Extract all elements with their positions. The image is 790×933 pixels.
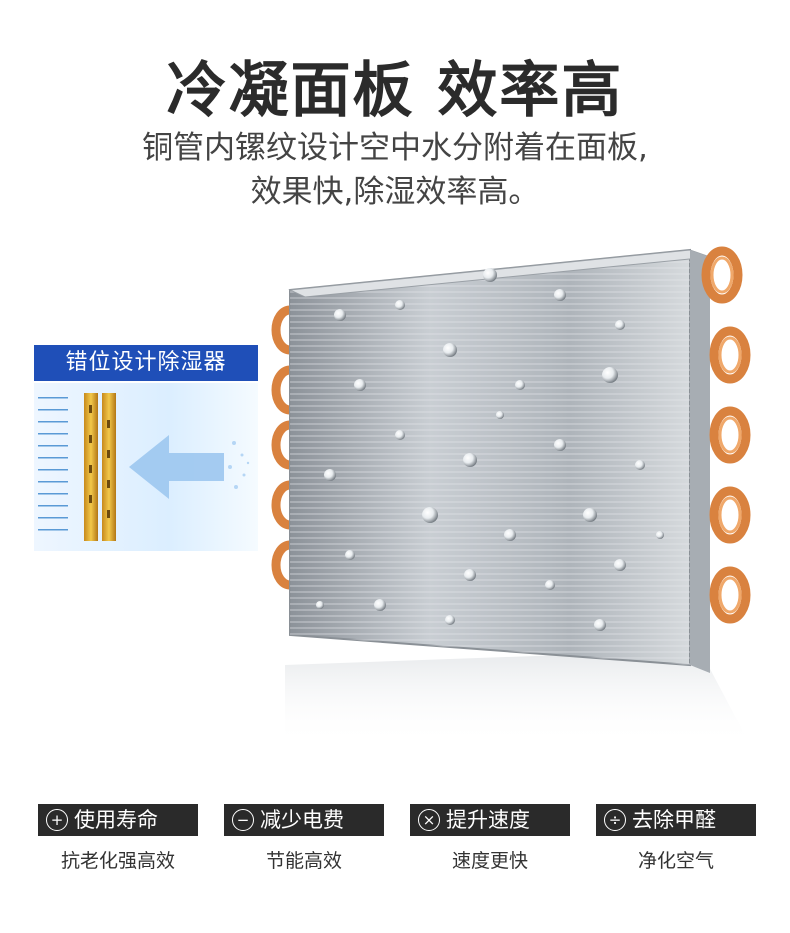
fin-bar-2: [102, 393, 116, 541]
minus-circle-icon: −: [232, 809, 254, 831]
plus-circle-icon: +: [46, 809, 68, 831]
right-copper-coils: [701, 246, 751, 624]
feature-desc: 净化空气: [637, 850, 714, 872]
condenser-illustration: [271, 246, 751, 745]
feature-save-power: − 减少电费 节能高效: [224, 804, 384, 873]
times-circle-icon: ×: [418, 809, 440, 831]
water-droplets: [316, 268, 664, 631]
feature-label: 去除甲醛: [632, 808, 716, 832]
feature-desc: 抗老化强高效: [60, 850, 175, 872]
feature-label: 提升速度: [446, 808, 530, 832]
page-title: 冷凝面板 效率高: [166, 56, 624, 126]
feature-desc: 速度更快: [451, 850, 528, 872]
left-copper-bends: [271, 305, 291, 590]
page-subtitle: 铜管内镙纹设计空中水分附着在面板, 效果快,除湿效率高。: [0, 126, 790, 214]
feature-list: + 使用寿命 抗老化强高效 − 减少电费 节能高效 × 提升速度 速度更快 ÷ …: [0, 804, 790, 894]
feature-label: 减少电费: [260, 808, 344, 832]
subtitle-line-1: 铜管内镙纹设计空中水分附着在面板,: [142, 130, 648, 166]
feature-formaldehyde: ÷ 去除甲醛 净化空气: [596, 804, 756, 873]
feature-speed: × 提升速度 速度更快: [410, 804, 570, 873]
divide-circle-icon: ÷: [604, 809, 626, 831]
airflow-diagram: [38, 393, 250, 541]
feature-tag: − 减少电费: [224, 804, 384, 836]
feature-desc: 节能高效: [265, 850, 342, 872]
feature-tag: + 使用寿命: [38, 804, 198, 836]
feature-tag: ÷ 去除甲醛: [596, 804, 756, 836]
inset-label: 错位设计除湿器: [34, 345, 258, 381]
feature-tag: × 提升速度: [410, 804, 570, 836]
feature-label: 使用寿命: [74, 808, 158, 832]
big-airflow-arrow: [129, 435, 224, 499]
inset-diagram: [34, 383, 258, 551]
subtitle-line-2: 效果快,除湿效率高。: [250, 174, 540, 210]
small-airflow-arrows: [38, 397, 68, 531]
feature-lifespan: + 使用寿命 抗老化强高效: [38, 804, 198, 873]
